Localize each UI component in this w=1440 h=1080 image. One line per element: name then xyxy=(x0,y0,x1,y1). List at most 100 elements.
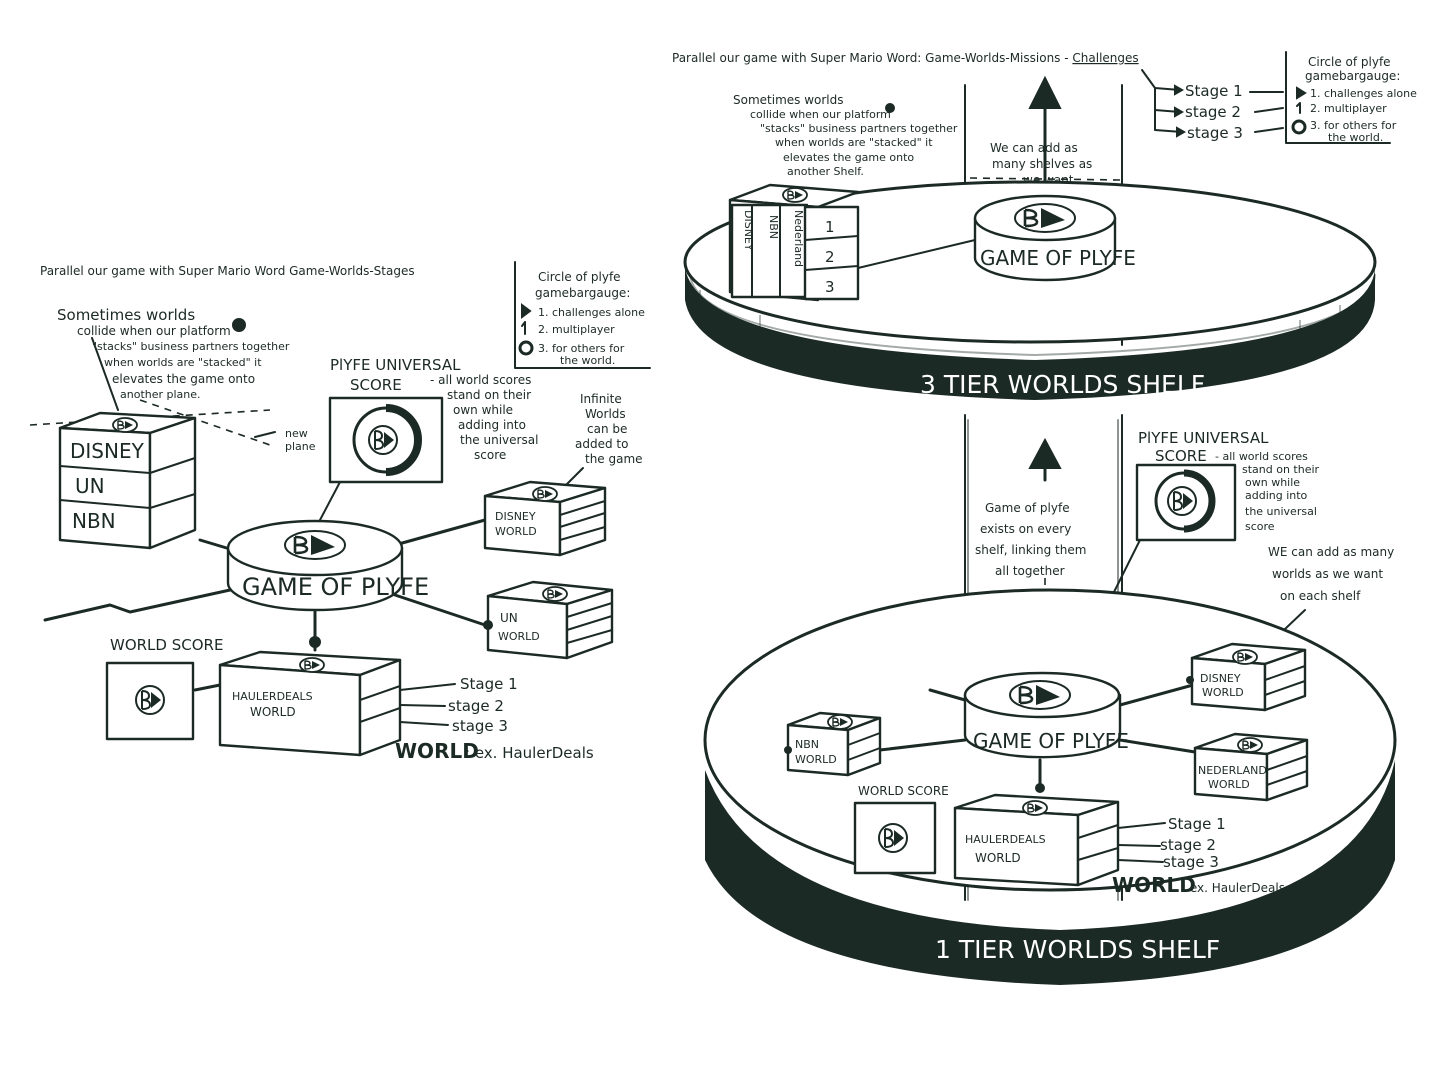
svg-text:all together: all together xyxy=(995,564,1065,578)
right-nbn-world: NBN WORLD xyxy=(784,711,882,777)
legend-circle-icon xyxy=(1291,119,1307,135)
top-hub-label: GAME OF PLYFE xyxy=(980,246,1136,270)
svg-text:: ex. HaulerDeals: : ex. HaulerDeals xyxy=(1182,881,1285,895)
svg-text:1: 1 xyxy=(825,218,835,236)
right-stage-list: Stage 1 stage 2 stage 3 xyxy=(1141,69,1284,142)
left-legend-title-1: Circle of plyfe xyxy=(538,270,621,284)
left-world-score-label: WORLD SCORE xyxy=(110,636,223,654)
left-world-caption-big: WORLD xyxy=(395,739,479,763)
right-collide-note: Sometimes worlds collide when our platfo… xyxy=(733,93,958,178)
svg-text:HAULERDEALS: HAULERDEALS xyxy=(965,833,1046,846)
svg-text:the world.: the world. xyxy=(1328,131,1383,144)
svg-text:NEDERLAND: NEDERLAND xyxy=(1198,764,1267,777)
left-legend-title-2: gamebargauge: xyxy=(535,286,630,300)
new-plane-label-2: plane xyxy=(285,440,316,453)
vertical-world-stack: DISNEY NBN Nederland 1 2 3 xyxy=(728,183,976,302)
left-legend-item-2: 2. multiplayer xyxy=(538,323,615,336)
svg-text:NBN: NBN xyxy=(795,738,819,751)
svg-text:PlYFE UNIVERSAL: PlYFE UNIVERSAL xyxy=(1138,429,1269,447)
bottom-hub: GAME OF PLYFE xyxy=(963,671,1129,759)
tier-3-label: 3 TIER WORLDS SHELF xyxy=(920,370,1205,399)
svg-text:WORLD: WORLD xyxy=(1112,873,1196,897)
svg-text:WORLD: WORLD xyxy=(495,525,537,538)
svg-text:elevates the game onto: elevates the game onto xyxy=(112,372,255,386)
bullet-dot-icon xyxy=(885,103,895,113)
svg-text:collide when our platform: collide when our platform xyxy=(750,108,891,121)
svg-text:DISNEY: DISNEY xyxy=(1200,672,1241,685)
svg-text:Game of plyfe: Game of plyfe xyxy=(985,501,1070,515)
vertical-word-nederland: Nederland xyxy=(792,210,805,267)
legend-circle-icon xyxy=(518,340,534,356)
svg-text:DISNEY: DISNEY xyxy=(495,510,536,523)
svg-text:when worlds are "stacked" it: when worlds are "stacked" it xyxy=(104,356,262,369)
world-score-logo-icon xyxy=(878,823,908,853)
svg-text:worlds as we want: worlds as we want xyxy=(1272,567,1383,581)
svg-text:stage 3: stage 3 xyxy=(1187,124,1243,142)
svg-text:stage 2: stage 2 xyxy=(1160,836,1216,854)
left-legend-item-3b: the world. xyxy=(560,354,615,367)
exists-note: Game of plyfe exists on every shelf, lin… xyxy=(975,501,1086,578)
svg-text:own while: own while xyxy=(453,403,513,417)
right-disney-world: DISNEY WORLD xyxy=(1186,642,1307,712)
svg-text:stage 2: stage 2 xyxy=(1185,103,1241,121)
right-diagram: Parallel our game with Super Mario Word:… xyxy=(672,51,1417,985)
right-world-score: WORLD SCORE xyxy=(853,784,949,875)
hub-logo-icon xyxy=(1013,202,1077,234)
left-hub: GAME OF PLYFE xyxy=(226,519,429,612)
right-title: Parallel our game with Super Mario Word:… xyxy=(672,51,1139,65)
svg-text:stand on their: stand on their xyxy=(1242,463,1320,476)
svg-text:"stacks" business partners tog: "stacks" business partners together xyxy=(92,340,290,353)
left-disney-world: DISNEY WORLD xyxy=(483,480,607,557)
svg-text:shelf, linking them: shelf, linking them xyxy=(975,543,1086,557)
left-un-world: UN WORLD xyxy=(483,580,614,660)
left-universal-title: PlYFE UNIVERSAL xyxy=(330,356,461,374)
left-legend-item-1: 1. challenges alone xyxy=(538,306,645,319)
left-stage-3: stage 3 xyxy=(452,717,508,735)
svg-text:UN: UN xyxy=(500,611,518,625)
svg-text:SCORE: SCORE xyxy=(1155,447,1207,465)
shelves-note-1: We can add as xyxy=(990,141,1078,155)
svg-text:- all world scores: - all world scores xyxy=(430,373,531,387)
left-infinite-note: Infinite Worlds can be added to the game xyxy=(562,392,643,489)
new-plane-label-1: new xyxy=(285,427,308,440)
vertical-word-disney: DISNEY xyxy=(742,210,755,251)
svg-text:"stacks" business partners tog: "stacks" business partners together xyxy=(760,122,958,135)
legend-player-icon xyxy=(521,321,526,335)
legend-player-icon xyxy=(1296,102,1301,114)
left-stage-2: stage 2 xyxy=(448,697,504,715)
svg-text:score: score xyxy=(1245,520,1275,533)
left-collide-note: Sometimes worlds collide when our platfo… xyxy=(57,306,290,411)
legend-triangle-icon xyxy=(1296,86,1307,100)
universal-logo-icon xyxy=(1167,486,1197,516)
left-universal-score: PlYFE UNIVERSAL SCORE - all world scores… xyxy=(319,356,538,521)
svg-text:HAULERDEALS: HAULERDEALS xyxy=(232,690,313,703)
svg-text:Sometimes worlds: Sometimes worlds xyxy=(733,93,844,107)
svg-text:the universal: the universal xyxy=(1245,505,1317,518)
left-title: Parallel our game with Super Mario Word … xyxy=(40,264,415,278)
svg-text:2: 2 xyxy=(825,248,835,266)
top-hub: GAME OF PLYFE xyxy=(973,194,1136,282)
legend-triangle-icon xyxy=(521,303,532,319)
left-hauler-world: HAULERDEALS WORLD Stage 1 stage 2 stage … xyxy=(218,636,594,763)
shelves-note-2: many shelves as xyxy=(992,157,1092,171)
svg-text:collide when our platform: collide when our platform xyxy=(77,324,231,338)
svg-text:- all world scores: - all world scores xyxy=(1215,450,1308,463)
svg-text:Worlds: Worlds xyxy=(585,407,626,421)
svg-text:own while: own while xyxy=(1245,476,1300,489)
svg-text:another Shelf.: another Shelf. xyxy=(787,165,864,178)
left-universal-score-word: SCORE xyxy=(350,376,402,394)
bottom-hub-label: GAME OF PLYFE xyxy=(973,729,1129,753)
svg-text:WORLD: WORLD xyxy=(975,851,1021,865)
svg-text:Stage 1: Stage 1 xyxy=(1168,815,1226,833)
svg-text:WE can add as many: WE can add as many xyxy=(1268,545,1394,559)
svg-text:Stage 1: Stage 1 xyxy=(1185,82,1243,100)
svg-text:the game: the game xyxy=(585,452,643,466)
arrow-up-icon xyxy=(1028,437,1062,469)
stack-label-disney: DISNEY xyxy=(70,439,145,463)
svg-text:when worlds are "stacked" it: when worlds are "stacked" it xyxy=(775,136,933,149)
hub-logo-icon xyxy=(1008,679,1072,711)
svg-text:score: score xyxy=(474,448,506,462)
universal-logo-icon xyxy=(368,425,398,455)
left-hub-label: GAME OF PLYFE xyxy=(242,573,429,601)
